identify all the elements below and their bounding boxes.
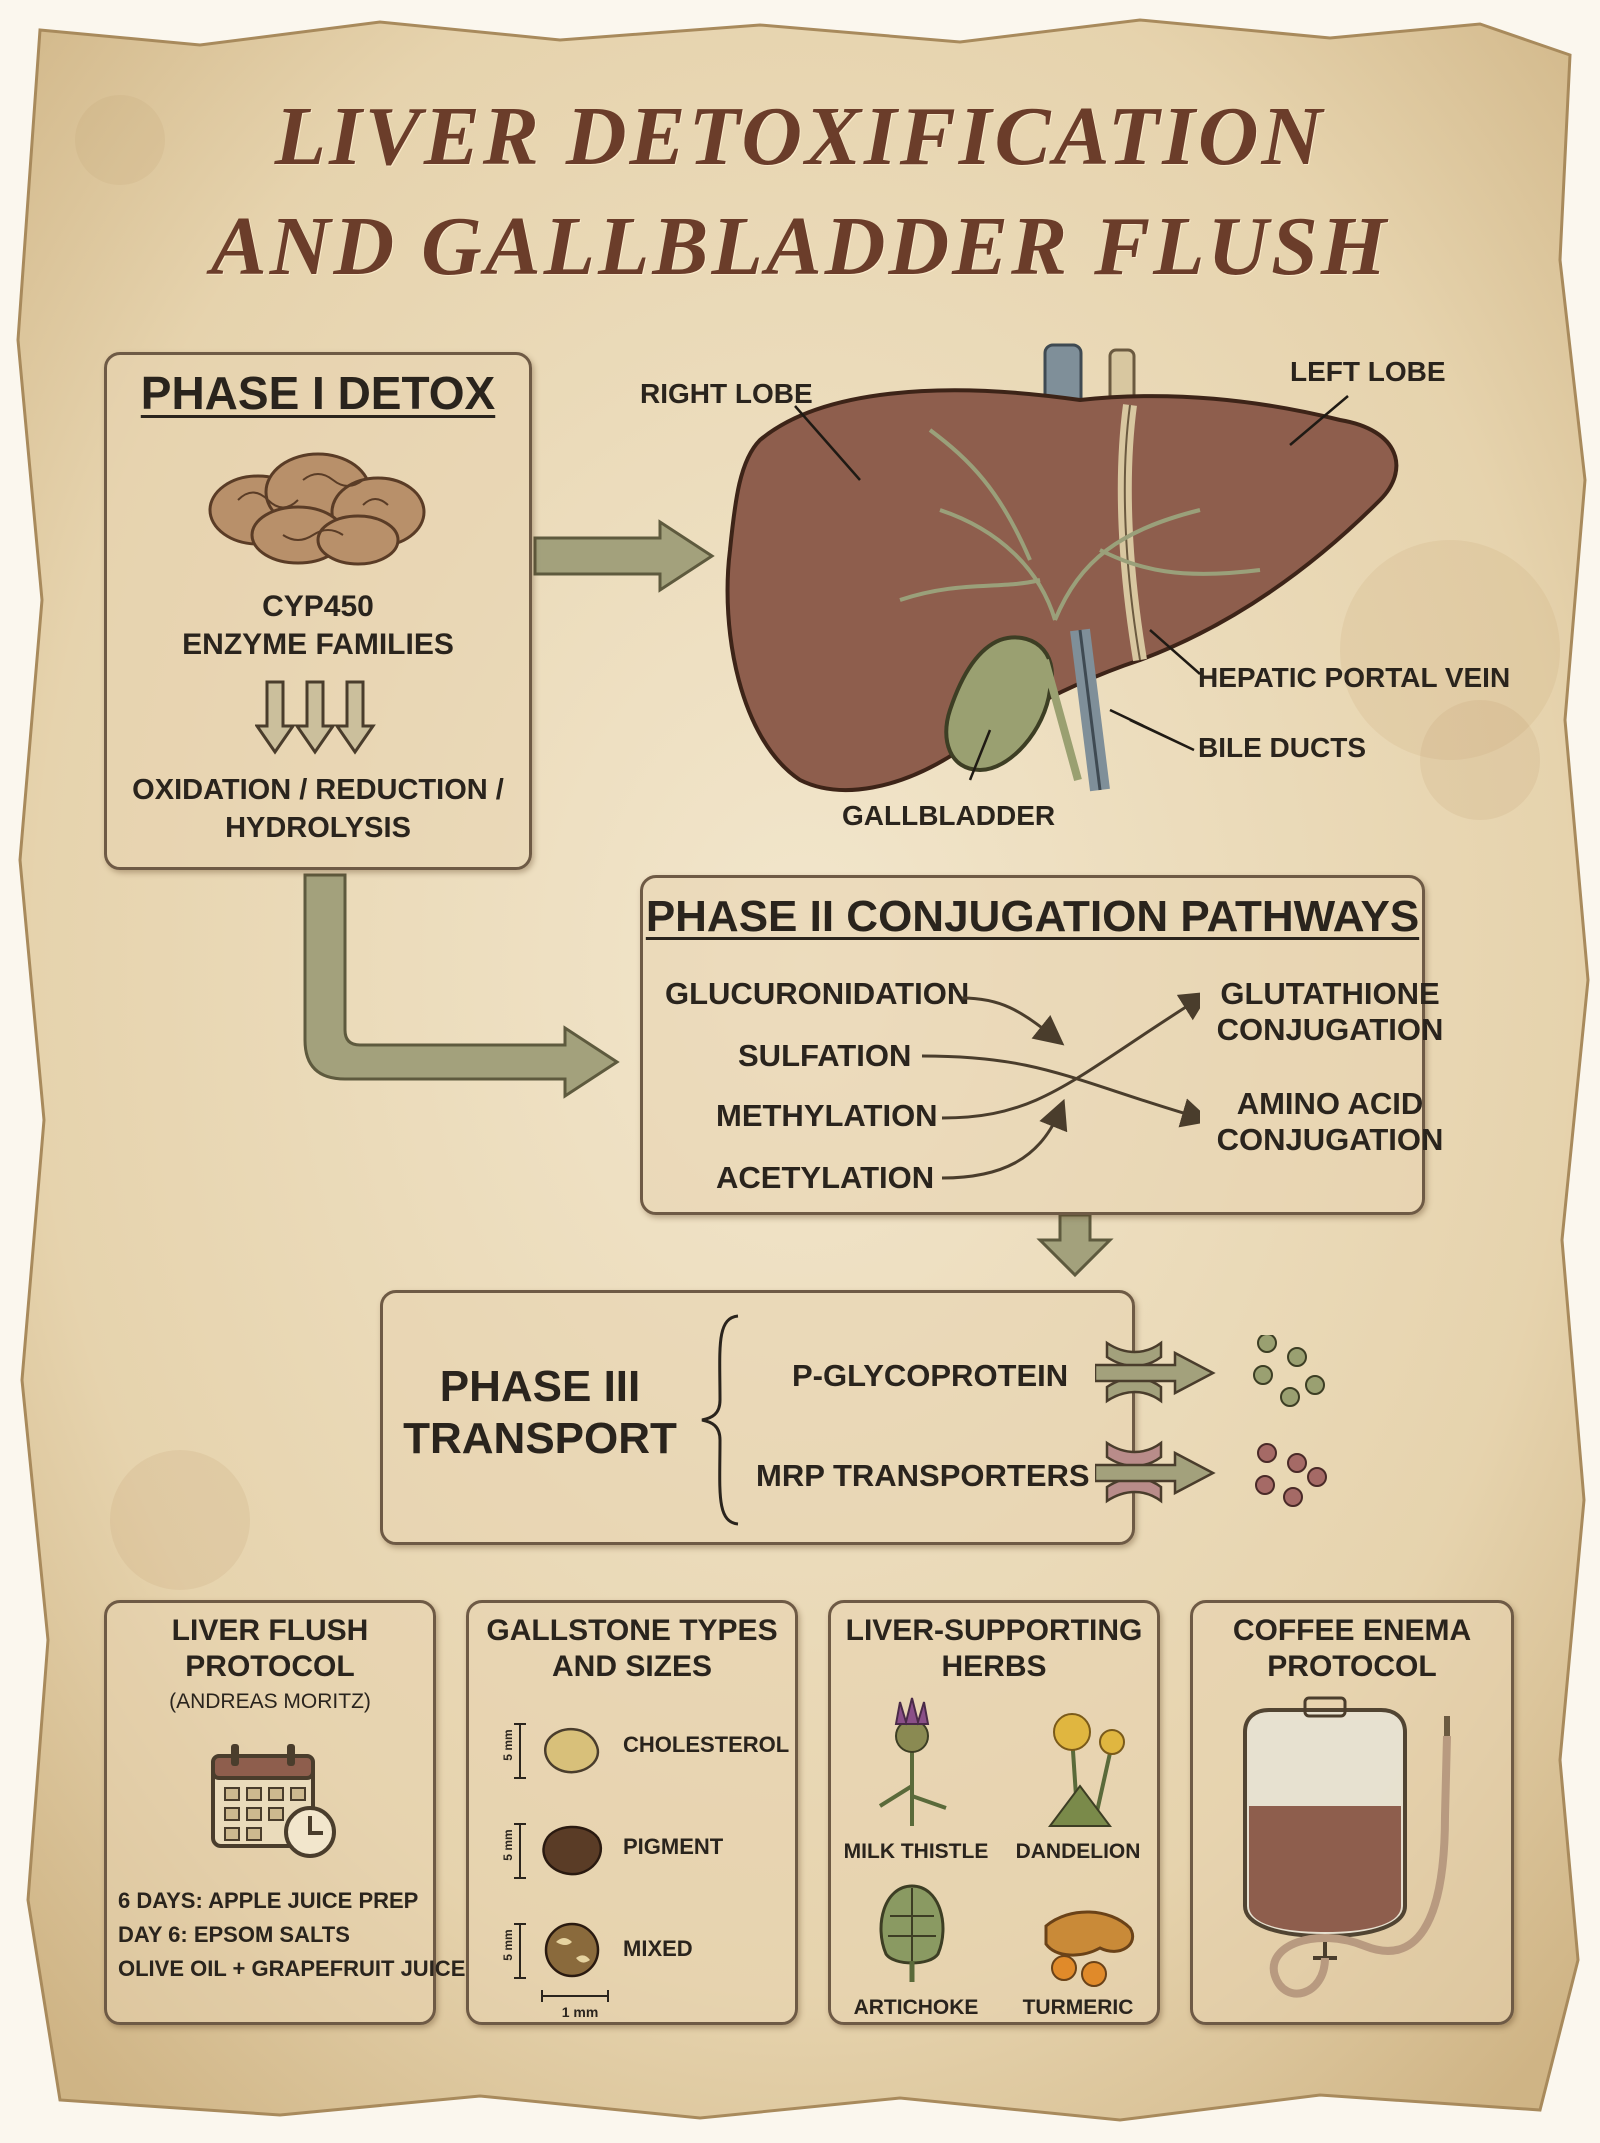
label-left-lobe: LEFT LOBE	[1290, 356, 1446, 387]
cyp450-protein-icon	[208, 452, 426, 566]
herb-illustrations	[878, 1697, 1135, 1987]
herb-2: DANDELION	[1015, 1840, 1141, 1863]
label-bile-ducts: BILE DUCTS	[1198, 732, 1366, 763]
herbs-panel	[828, 1600, 1160, 2025]
flush-step-2: DAY 6: EPSOM SALTS	[118, 1922, 350, 1947]
bile-duct-branches	[899, 428, 1261, 621]
phase1-heading: PHASE I DETOX	[140, 367, 496, 419]
phase2-output-1-line-2: CONJUGATION	[1216, 1012, 1444, 1047]
phase3-heading-line-2: TRANSPORT	[403, 1414, 677, 1463]
label-right-lobe: RIGHT LOBE	[640, 378, 813, 409]
flush-title-line-2: PROTOCOL	[185, 1650, 355, 1683]
liver-shape	[725, 388, 1399, 792]
phase2-heading: PHASE II CONJUGATION PATHWAYS	[645, 892, 1420, 941]
enzyme-line-1: CYP450	[262, 590, 374, 623]
title-line-1: LIVER DETOXIFICATION	[274, 90, 1326, 183]
phase1-panel	[104, 352, 532, 870]
herbs-title-line-2: HERBS	[941, 1650, 1047, 1683]
phase2-pathway-arrows	[921, 991, 1200, 1180]
mixed-stone	[544, 1922, 600, 1978]
gallstone-type-3: MIXED	[623, 1936, 693, 1961]
phase3-heading-line-1: PHASE III	[439, 1362, 641, 1411]
turmeric-icon	[1044, 1910, 1135, 1987]
dandelion-icon	[1048, 1713, 1125, 1827]
phase3-panel	[380, 1290, 1135, 1545]
calendar-clock-icon	[211, 1744, 336, 1858]
phase2-output-2-line-1: AMINO ACID	[1236, 1086, 1424, 1121]
down-arrows-icon	[255, 680, 376, 755]
coffee-title-line-2: PROTOCOL	[1267, 1650, 1437, 1683]
gallstone-title-line-2: AND SIZES	[551, 1650, 713, 1683]
enzyme-line-2: ENZYME FAMILIES	[182, 628, 454, 661]
scale-label-cholesterol: 5 mm	[501, 1729, 515, 1761]
transporter-2: MRP TRANSPORTERS	[756, 1458, 1090, 1493]
gallbladder-shape	[944, 635, 1054, 773]
brace-icon	[701, 1314, 739, 1526]
artichoke-icon	[879, 1884, 945, 1982]
herb-3: ARTICHOKE	[853, 1996, 979, 2019]
phase2-output-1-line-1: GLUTATHIONE	[1220, 976, 1440, 1011]
phase2-input-2: SULFATION	[738, 1038, 912, 1073]
transporter-1: P-GLYCOPROTEIN	[792, 1358, 1069, 1393]
reactions-line-2: HYDROLYSIS	[225, 812, 411, 844]
herbs-title-line-1: LIVER-SUPPORTING	[845, 1614, 1143, 1647]
reactions-line-1: OXIDATION / REDUCTION /	[132, 774, 504, 806]
arrow-to-liver	[533, 519, 715, 593]
herb-1: MILK THISTLE	[843, 1840, 989, 1863]
enema-bag-icon	[1243, 1696, 1451, 1998]
pigment-stone	[542, 1825, 603, 1876]
gallstone-type-1: CHOLESTEROL	[623, 1732, 790, 1757]
gallstone-type-2: PIGMENT	[623, 1834, 724, 1859]
gallstone-drawings	[514, 1723, 609, 2002]
phase2-input-1: GLUCURONIDATION	[665, 976, 970, 1011]
phase2-input-3: METHYLATION	[716, 1098, 938, 1133]
arrow-to-phase3	[1036, 1213, 1114, 1278]
flush-step-1: 6 DAYS: APPLE JUICE PREP	[118, 1888, 419, 1913]
flush-step-3: OLIVE OIL + GRAPEFRUIT JUICE	[118, 1956, 466, 1981]
flush-subtitle: (ANDREAS MORITZ)	[169, 1690, 371, 1713]
cholesterol-stone	[543, 1727, 600, 1774]
label-hepatic-portal-vein: HEPATIC PORTAL VEIN	[1198, 662, 1511, 693]
phase2-input-4: ACETYLATION	[716, 1160, 935, 1195]
scale-label-mixed: 5 mm	[501, 1929, 515, 1961]
scale-label-pigment: 5 mm	[501, 1829, 515, 1861]
arrow-to-phase2	[303, 873, 620, 1099]
width-scale-label: 1 mm	[561, 2004, 599, 2020]
gallstone-title-line-1: GALLSTONE TYPES	[486, 1614, 778, 1647]
flush-title-line-1: LIVER FLUSH	[171, 1614, 369, 1647]
herb-4: TURMERIC	[1022, 1996, 1134, 2019]
gallstone-panel	[466, 1600, 798, 2025]
label-gallbladder: GALLBLADDER	[842, 800, 1056, 831]
transport-outflow-icons	[1095, 1335, 1327, 1507]
coffee-title-line-1: COFFEE ENEMA	[1232, 1614, 1472, 1647]
title-line-2: AND GALLBLADDER FLUSH	[210, 200, 1390, 293]
phase2-output-2-line-2: CONJUGATION	[1216, 1122, 1444, 1157]
milk-thistle-icon	[878, 1697, 947, 1826]
liver-illustration	[725, 343, 1399, 792]
